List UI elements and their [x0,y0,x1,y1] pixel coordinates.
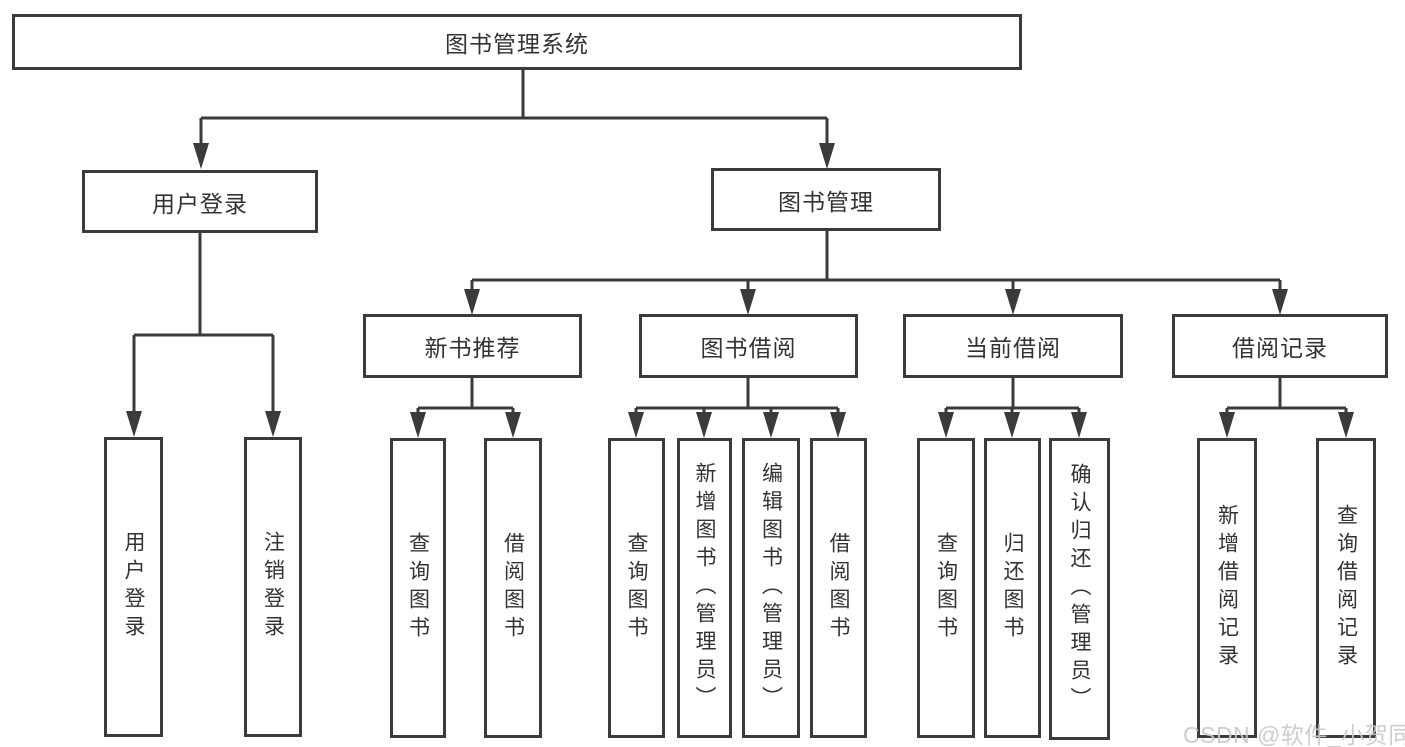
node-label: 归还图书 [1001,532,1024,644]
arrow-down-icon [464,289,480,315]
node-label: 确认归还（管理员） [1068,463,1091,715]
leaf-query-borrow-record: 查询借阅记录 [1316,438,1376,738]
node-label: 查询借阅记录 [1334,504,1358,672]
node-current-borrowing: 当前借阅 [903,314,1123,378]
node-label: 查询图书 [625,532,648,644]
arrow-down-icon [819,143,835,169]
node-label: 图书管理系统 [445,31,589,57]
leaf-user-login: 用户登录 [104,437,163,737]
node-borrowing-records: 借阅记录 [1172,314,1388,378]
node-label: 借阅图书 [827,532,850,644]
arrow-down-icon [1004,412,1020,438]
arrow-down-icon [628,412,644,438]
arrow-down-icon [763,412,779,438]
node-label: 图书借阅 [700,335,797,361]
node-label: 借阅图书 [501,532,525,644]
leaf-logout-login: 注销登录 [244,437,302,737]
node-label: 借阅记录 [1232,335,1328,361]
arrow-down-icon [505,412,521,438]
arrow-down-icon [193,143,209,169]
node-user-login: 用户登录 [82,170,318,233]
node-label: 查询图书 [934,532,958,644]
arrow-down-icon [410,412,426,438]
leaf-edit-book-admin: 编辑图书（管理员） [742,438,800,738]
node-book-management: 图书管理 [711,168,941,231]
node-label: 查询图书 [406,532,430,644]
arrow-down-icon [696,412,712,438]
leaf-query-books-recommend: 查询图书 [390,438,446,738]
node-label: 用户登录 [122,531,145,643]
arrow-down-icon [126,411,142,437]
leaf-confirm-return-admin: 确认归还（管理员） [1049,438,1110,740]
node-label: 图书管理 [778,188,874,215]
leaf-add-book-admin: 新增图书（管理员） [677,438,732,738]
node-label: 用户登录 [152,190,248,217]
leaf-borrow-books-borrow: 借阅图书 [810,438,867,738]
arrow-down-icon [265,411,281,437]
arrow-down-icon [938,412,954,438]
leaf-query-books-borrow: 查询图书 [608,438,665,738]
node-label: 新增借阅记录 [1215,504,1239,672]
node-label: 注销登录 [261,531,285,643]
arrow-down-icon [830,412,846,438]
node-label: 当前借阅 [965,335,1061,361]
node-label: 编辑图书（管理员） [759,462,783,714]
leaf-borrow-books-recommend: 借阅图书 [484,438,542,738]
node-book-borrowing: 图书借阅 [639,314,858,378]
arrowhead-markers [126,143,1354,438]
arrow-down-icon [740,289,756,315]
arrow-down-icon [1272,289,1288,315]
csdn-watermark: CSDN @软件_小贺同学 [1183,722,1405,747]
connector-paths [132,70,1348,414]
arrow-down-icon [1071,412,1087,438]
arrow-down-icon [1219,412,1235,438]
arrow-down-icon [1338,412,1354,438]
leaf-add-borrow-record: 新增借阅记录 [1197,438,1257,738]
arrow-down-icon [1005,289,1021,315]
node-label: 新书推荐 [424,335,521,361]
leaf-return-books: 归还图书 [984,438,1041,738]
leaf-query-books-current: 查询图书 [917,438,975,738]
node-new-book-recommend: 新书推荐 [363,314,582,378]
node-label: 新增图书（管理员） [693,462,716,714]
node-library-management-system: 图书管理系统 [12,14,1022,70]
